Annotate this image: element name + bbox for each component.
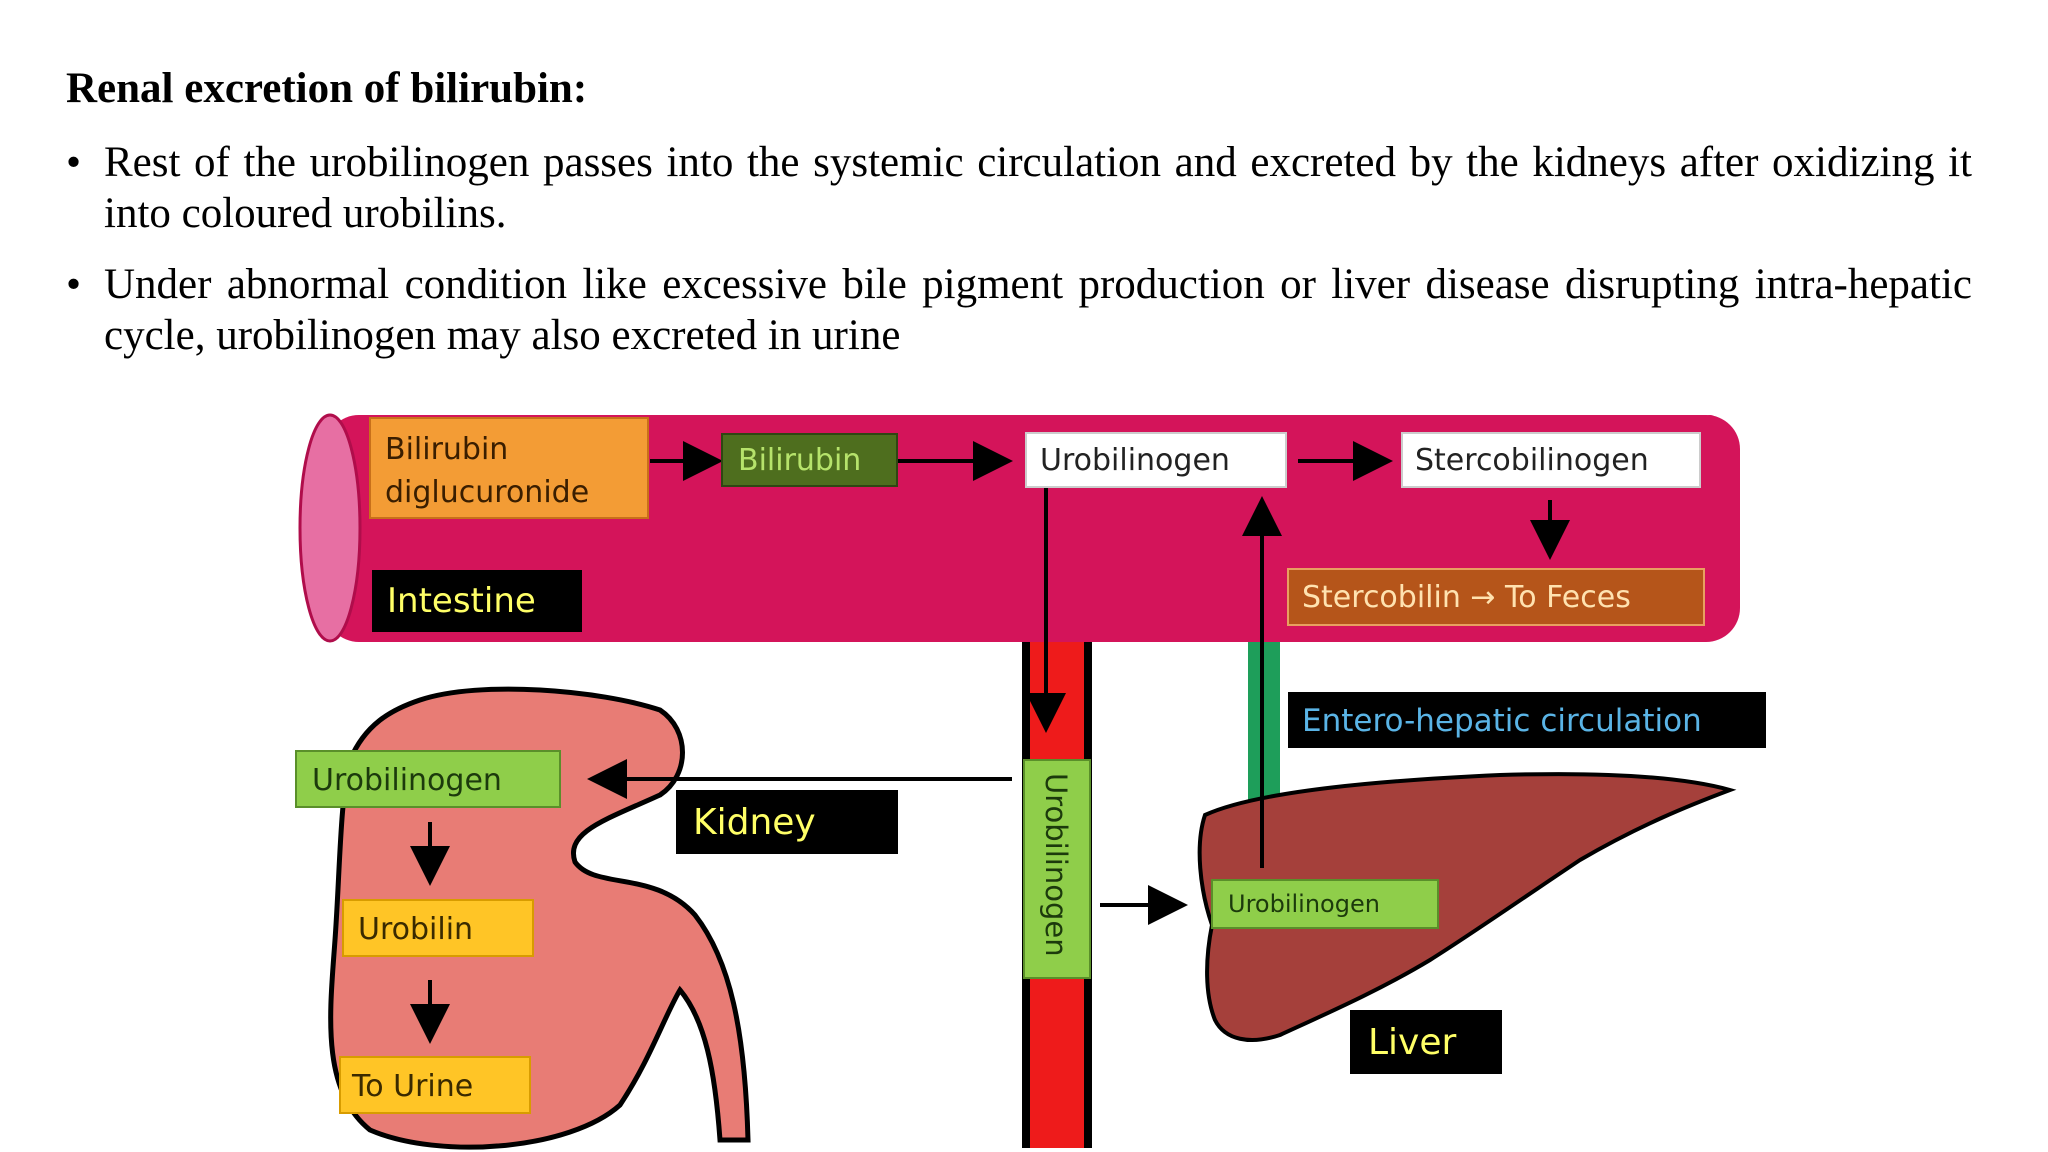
kidney-label: Kidney	[693, 802, 816, 843]
stercobilin-to-feces-label: Stercobilin → To Feces	[1302, 580, 1631, 615]
intestine-end	[298, 413, 362, 643]
kidney-label-box: Kidney	[676, 790, 898, 854]
bullet-point: • Rest of the urobilinogen passes into t…	[66, 137, 1972, 239]
bullet-text: Under abnormal condition like excessive …	[104, 261, 1972, 359]
bullet-text: Rest of the urobilinogen passes into the…	[104, 139, 1972, 237]
liver-label-box: Liver	[1350, 1010, 1502, 1074]
kidney-urobilinogen-box: Urobilinogen	[295, 750, 561, 808]
stercobilin-to-feces-box: Stercobilin → To Feces	[1287, 568, 1705, 626]
entero-hepatic-label: Entero-hepatic circulation	[1302, 703, 1702, 739]
bilirubin-label: Bilirubin	[738, 443, 861, 478]
to-urine-label: To Urine	[351, 1069, 473, 1104]
bullet-icon: •	[66, 261, 82, 308]
bilirubin-box: Bilirubin	[721, 433, 898, 487]
liver-label: Liver	[1368, 1022, 1457, 1063]
arrows	[410, 441, 1570, 1044]
urobilin-box: Urobilin	[342, 899, 534, 957]
bullet-point: • Under abnormal condition like excessiv…	[66, 259, 1972, 361]
bilirubin-diglucuronide-line2: diglucuronide	[385, 475, 589, 510]
urobilinogen-top-label: Urobilinogen	[1040, 443, 1230, 478]
liver-urobilinogen-label: Urobilinogen	[1228, 890, 1380, 918]
vessel-urobilinogen-label: Urobilinogen	[1039, 773, 1073, 957]
liver-shape	[1197, 772, 1737, 1042]
bilirubin-diglucuronide-line1: Bilirubin	[385, 432, 508, 467]
to-urine-box: To Urine	[339, 1056, 531, 1114]
slide-heading: Renal excretion of bilirubin:	[66, 65, 588, 112]
bullet-icon: •	[66, 139, 82, 186]
urobilinogen-top-box: Urobilinogen	[1025, 432, 1287, 488]
stercobilinogen-label: Stercobilinogen	[1415, 443, 1649, 478]
intestine-label: Intestine	[387, 581, 536, 621]
kidney-urobilinogen-label: Urobilinogen	[312, 763, 502, 798]
urobilin-label: Urobilin	[358, 912, 473, 947]
stercobilinogen-box: Stercobilinogen	[1401, 432, 1701, 488]
bilirubin-diglucuronide-box: Bilirubin diglucuronide	[369, 417, 649, 519]
entero-hepatic-label-box: Entero-hepatic circulation	[1288, 692, 1766, 748]
intestine-label-box: Intestine	[372, 570, 582, 632]
vessel-urobilinogen-box: Urobilinogen	[1023, 759, 1091, 979]
liver-urobilinogen-box: Urobilinogen	[1211, 879, 1439, 929]
